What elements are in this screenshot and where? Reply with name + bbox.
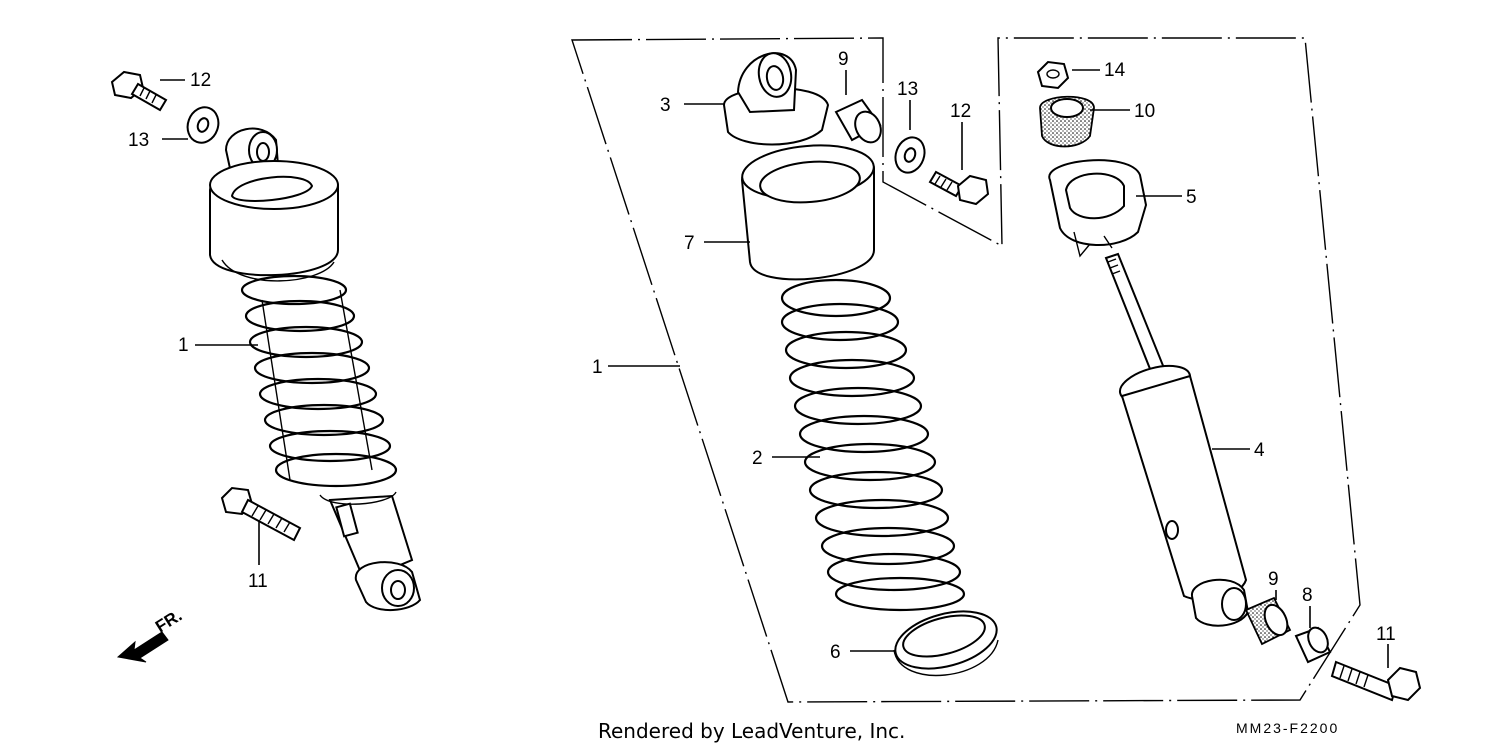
part-12-bolt (928, 170, 990, 206)
callout-11-left: 11 (248, 571, 268, 592)
part-6-spring-seat (893, 610, 999, 677)
shock-spring-assembled (240, 274, 398, 488)
callout-13: 13 (897, 79, 918, 100)
part-10-rubber-bushing (1039, 95, 1095, 148)
assembly-outline (571, 37, 1361, 703)
assembled-shock-absorber: FR. (110, 70, 422, 663)
bolt-12-left (110, 70, 168, 112)
callout-12-left: 12 (190, 70, 211, 91)
part-3-upper-mount (722, 52, 830, 146)
washer-13-left (186, 106, 220, 144)
part-11-bolt (1330, 660, 1422, 702)
part-9-lower-bushing (1244, 596, 1292, 646)
shock-lower-body (319, 491, 414, 582)
part-8-collar (1294, 626, 1332, 664)
callout-9-upper: 9 (838, 49, 849, 70)
callout-14: 14 (1104, 60, 1126, 81)
part-9-upper-collar (834, 98, 882, 144)
callout-1-left: 1 (178, 335, 189, 356)
callout-5: 5 (1186, 187, 1197, 208)
callout-9-lower: 9 (1268, 569, 1279, 590)
callout-4: 4 (1254, 440, 1265, 461)
callout-2: 2 (752, 448, 763, 469)
callout-12: 12 (950, 101, 971, 122)
rendered-by-credit: Rendered by LeadVenture, Inc. (598, 719, 905, 743)
diagram-code: MM23-F2200 (1236, 720, 1339, 736)
part-2-spring (780, 278, 966, 612)
callout-3: 3 (660, 95, 671, 116)
part-7-spring-cover (740, 144, 875, 281)
callout-6: 6 (830, 642, 841, 663)
front-label: FR. (152, 606, 185, 637)
shock-bottom-eye (354, 561, 422, 612)
callout-7: 7 (684, 233, 695, 254)
front-direction-arrow: FR. (116, 606, 185, 663)
part-13-washer (894, 136, 926, 174)
callout-11: 11 (1376, 624, 1396, 645)
callout-10: 10 (1134, 101, 1155, 122)
shock-top-cover (209, 160, 339, 282)
callout-8: 8 (1302, 585, 1313, 606)
part-5-lock-plate (1048, 159, 1148, 258)
bolt-11-left (220, 486, 302, 542)
callout-13-left: 13 (128, 130, 149, 151)
part-14-nut (1036, 60, 1070, 90)
callout-1: 1 (592, 357, 603, 378)
part-4-damper (1104, 252, 1250, 627)
